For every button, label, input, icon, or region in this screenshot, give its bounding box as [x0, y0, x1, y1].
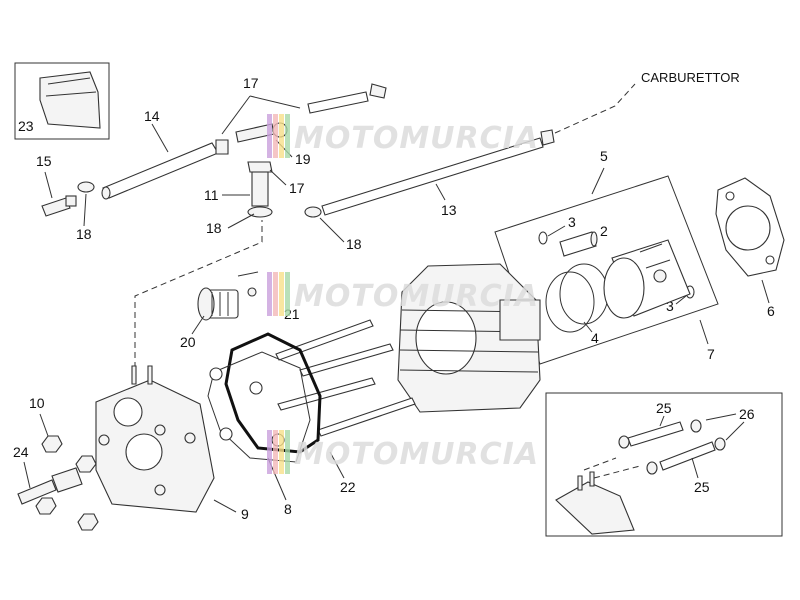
callout-14: 14 [144, 108, 160, 124]
callout-6: 6 [767, 303, 775, 319]
callout-7: 7 [707, 346, 715, 362]
callout-2: 2 [600, 223, 608, 239]
callout-10: 10 [29, 395, 45, 411]
hose-13: 13 18 [304, 129, 555, 252]
piston-rings-4: 4 [545, 263, 609, 346]
hose-14: 14 [101, 108, 219, 200]
callout-25-top: 25 [656, 400, 672, 416]
fitting-15: 15 18 [36, 153, 95, 242]
head-route-line [134, 220, 263, 368]
callout-11: 11 [204, 187, 219, 203]
callout-13: 13 [441, 202, 457, 218]
carburettor-route-line [554, 83, 636, 134]
piston-pin-2: 2 [559, 223, 608, 257]
callout-5: 5 [600, 148, 608, 164]
callout-18-right: 18 [346, 236, 362, 252]
watermark-text-2: MOTOMURCIA [294, 279, 539, 314]
spark-plug-24: 24 [13, 444, 83, 505]
fitting-11: 17 11 [204, 161, 305, 218]
watermark-1: MOTOMURCIA [267, 114, 539, 158]
callout-25-bottom: 25 [694, 479, 710, 495]
callout-9: 9 [241, 506, 249, 522]
watermark-text-3: MOTOMURCIA [294, 437, 539, 472]
nuts-10: 10 [29, 395, 99, 531]
callout-3-bottom: 3 [666, 298, 674, 314]
inset-box-part-23: 23 [14, 62, 110, 140]
watermark-text-1: MOTOMURCIA [294, 121, 539, 156]
callout-24: 24 [13, 444, 29, 460]
callout-8: 8 [284, 501, 292, 517]
inset-box-parts-25-26: 25 26 25 [545, 392, 783, 537]
head-gasket-8: 8 [207, 332, 322, 517]
callout-3-top: 3 [568, 214, 576, 230]
callout-19: 19 [295, 151, 311, 167]
callout-18-left: 18 [76, 226, 92, 242]
cylinder-head-9: 9 [95, 365, 249, 522]
callout-23: 23 [18, 118, 34, 134]
callout-18-center: 18 [206, 220, 222, 236]
callout-20: 20 [180, 334, 196, 350]
callout-4: 4 [591, 330, 599, 346]
clip-18-center: 18 [206, 213, 255, 236]
cylinder [397, 263, 541, 413]
watermark-3: MOTOMURCIA [267, 430, 539, 474]
piston [603, 239, 691, 319]
callout-15: 15 [36, 153, 52, 169]
callout-22: 22 [340, 479, 356, 495]
thermostat-20: 20 21 [180, 271, 300, 350]
base-gasket-6: 6 [715, 177, 785, 319]
watermark-2: MOTOMURCIA [267, 272, 539, 316]
carburettor-label: CARBURETTOR [641, 70, 740, 85]
callout-26: 26 [739, 406, 755, 422]
callout-17-mid: 17 [289, 180, 305, 196]
hose-17-upper: 17 [215, 75, 387, 155]
callout-17-top: 17 [243, 75, 259, 91]
